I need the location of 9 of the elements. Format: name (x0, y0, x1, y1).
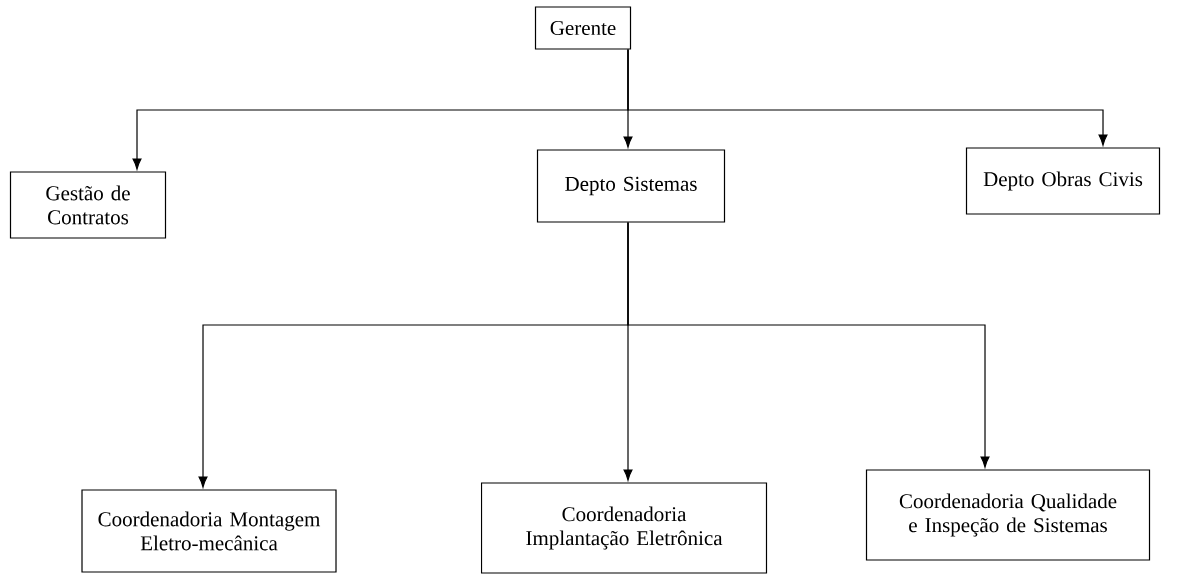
org-box: Coordenadoria Implantação Eletrônica (480, 482, 768, 574)
org-box: Depto Sistemas (536, 149, 726, 223)
org-box: Depto Obras Civis (965, 147, 1161, 215)
org-box: Gerente (534, 6, 632, 50)
connector-arrow (627, 49, 1108, 146)
org-box: Gestão de Contratos (9, 171, 167, 239)
org-box: Coordenadoria Montagem Eletro-mecânica (81, 489, 337, 573)
org-box: Coordenadoria Qualidade e Inspeção de Sistemas (865, 469, 1151, 561)
connector-arrow (627, 222, 990, 468)
